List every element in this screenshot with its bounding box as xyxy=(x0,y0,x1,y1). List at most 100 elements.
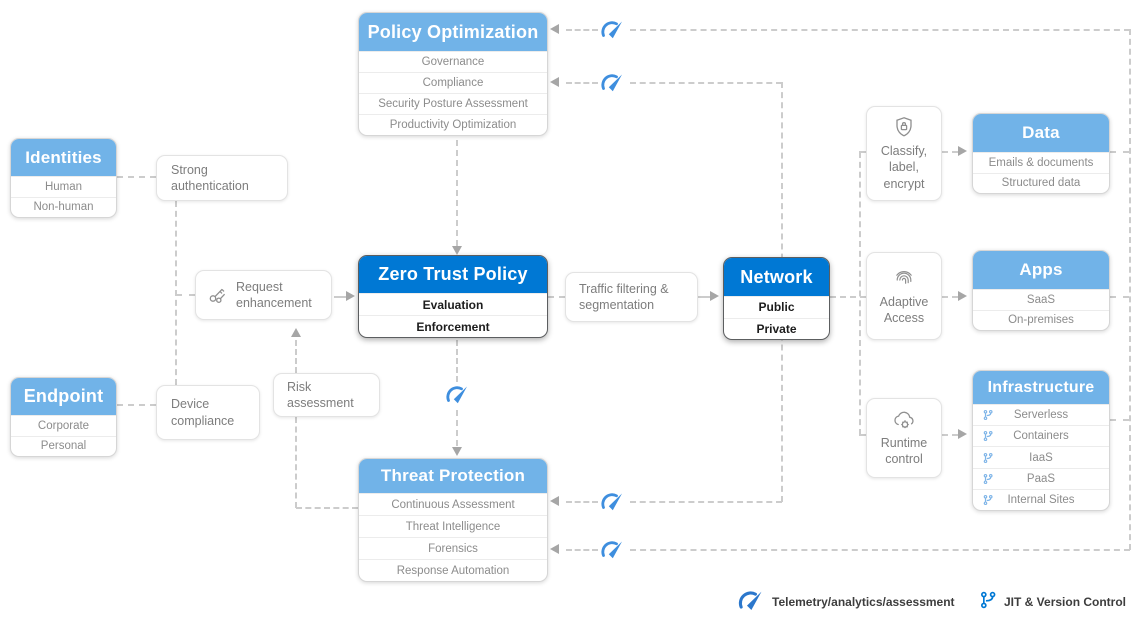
connector-line xyxy=(1129,29,1131,550)
connector-line xyxy=(1110,419,1129,421)
connector-line xyxy=(1110,296,1129,298)
connector-line xyxy=(942,434,958,436)
connector-line xyxy=(630,501,782,503)
zero-trust-policy-title: Zero Trust Policy xyxy=(359,256,547,293)
shield-lock-icon xyxy=(892,115,916,139)
arrowhead-into-continuous-assessment xyxy=(550,496,559,506)
telemetry-gauge-icon xyxy=(737,590,764,612)
traffic-filtering-label: Traffic filtering & segmentation xyxy=(579,281,669,312)
branch-icon xyxy=(982,494,994,506)
telemetry-gauge-icon xyxy=(600,492,624,512)
infra-label: Internal Sites xyxy=(1007,493,1075,506)
infra-label: Serverless xyxy=(1013,409,1069,422)
threat-row-threat-intelligence: Threat Intelligence xyxy=(359,515,547,537)
identities-title: Identities xyxy=(11,139,116,176)
connector-line xyxy=(295,340,297,373)
connector-line xyxy=(859,434,867,436)
policy-row-governance: Governance xyxy=(359,51,547,72)
connector-line xyxy=(566,29,598,31)
ztp-row-evaluation: Evaluation xyxy=(359,293,547,315)
telemetry-gauge-icon xyxy=(445,385,469,405)
connector-line xyxy=(548,296,565,298)
identities-row-non-human: Non-human xyxy=(11,196,116,218)
connector-line xyxy=(456,340,458,382)
policy-row-security-posture: Security Posture Assessment xyxy=(359,93,547,114)
risk-assessment-note: Risk assessment xyxy=(273,373,380,417)
identities-box: Identities Human Non-human xyxy=(10,138,117,218)
arrowhead-into-policy-optimization xyxy=(550,24,559,34)
zero-trust-policy-box: Zero Trust Policy Evaluation Enforcement xyxy=(358,255,548,338)
apps-row-on-premises: On-premises xyxy=(973,309,1109,331)
network-title: Network xyxy=(724,258,829,296)
endpoint-row-corporate: Corporate xyxy=(11,415,116,436)
connector-line xyxy=(698,296,710,298)
connector-line xyxy=(117,404,156,406)
classify-label-encrypt-note: Classify, label, encrypt xyxy=(866,106,942,201)
policy-row-productivity: Productivity Optimization xyxy=(359,114,547,135)
runtime-control-note: Runtime control xyxy=(866,398,942,478)
branch-icon xyxy=(982,473,994,485)
threat-protection-box: Threat Protection Continuous Assessment … xyxy=(358,458,548,582)
connector-line xyxy=(830,296,866,298)
identities-row-human: Human xyxy=(11,176,116,197)
policy-row-compliance: Compliance xyxy=(359,72,547,93)
request-enhancement-note: Request enhancement xyxy=(195,270,332,320)
connector-line xyxy=(630,549,1130,551)
connector-line xyxy=(630,82,782,84)
connector-line xyxy=(175,201,177,385)
adaptive-access-note: Adaptive Access xyxy=(866,252,942,340)
fingerprint-icon xyxy=(892,266,916,290)
endpoint-row-personal: Personal xyxy=(11,435,116,457)
threat-row-response-automation: Response Automation xyxy=(359,559,547,581)
infra-row-paas: PaaS xyxy=(973,467,1109,489)
endpoint-box: Endpoint Corporate Personal xyxy=(10,377,117,457)
branch-icon xyxy=(978,590,998,610)
cloud-gear-icon xyxy=(891,409,917,431)
infra-label: IaaS xyxy=(1029,451,1053,464)
connector-line xyxy=(117,176,156,178)
legend-telemetry-label: Telemetry/analytics/assessment xyxy=(772,595,955,609)
infra-label: PaaS xyxy=(1026,472,1056,485)
ztp-row-enforcement: Enforcement xyxy=(359,315,547,337)
runtime-control-label: Runtime control xyxy=(880,435,928,466)
strong-authentication-note: Strong authentication xyxy=(156,155,288,201)
branch-icon xyxy=(982,430,994,442)
connector-line xyxy=(296,507,358,509)
connector-line xyxy=(942,296,958,298)
adaptive-access-label: Adaptive Access xyxy=(879,294,929,325)
infra-row-iaas: IaaS xyxy=(973,446,1109,467)
arrowhead-into-forensics xyxy=(550,544,559,554)
policy-optimization-title: Policy Optimization xyxy=(359,13,547,51)
policy-optimization-box: Policy Optimization Governance Complianc… xyxy=(358,12,548,136)
connector-line xyxy=(456,140,458,246)
strong-authentication-label: Strong authentication xyxy=(171,162,249,193)
arrowhead-into-infrastructure xyxy=(958,429,967,439)
arrowhead-into-compliance xyxy=(550,77,559,87)
apps-title: Apps xyxy=(973,251,1109,289)
apps-row-saas: SaaS xyxy=(973,289,1109,310)
infra-label: Containers xyxy=(1013,430,1069,443)
connector-line xyxy=(295,417,297,508)
network-box: Network Public Private xyxy=(723,257,830,340)
connector-line xyxy=(334,296,346,298)
risk-assessment-label: Risk assessment xyxy=(287,379,354,410)
data-row-structured-data: Structured data xyxy=(973,172,1109,194)
apps-box: Apps SaaS On-premises xyxy=(972,250,1110,331)
data-box: Data Emails & documents Structured data xyxy=(972,113,1110,194)
device-compliance-note: Device compliance xyxy=(156,385,260,440)
connector-line xyxy=(456,410,458,446)
keys-icon xyxy=(206,283,230,307)
infrastructure-title: Infrastructure xyxy=(973,371,1109,404)
legend-jit-label: JIT & Version Control xyxy=(1004,595,1127,609)
connector-line xyxy=(566,82,598,84)
arrowhead-down-into-zero-trust-policy xyxy=(452,246,462,255)
threat-row-continuous-assessment: Continuous Assessment xyxy=(359,493,547,515)
connector-line xyxy=(630,29,1130,31)
network-row-public: Public xyxy=(724,296,829,318)
data-row-emails-documents: Emails & documents xyxy=(973,152,1109,173)
connector-line xyxy=(1110,151,1129,153)
data-title: Data xyxy=(973,114,1109,152)
connector-line xyxy=(566,501,598,503)
threat-protection-title: Threat Protection xyxy=(359,459,547,493)
